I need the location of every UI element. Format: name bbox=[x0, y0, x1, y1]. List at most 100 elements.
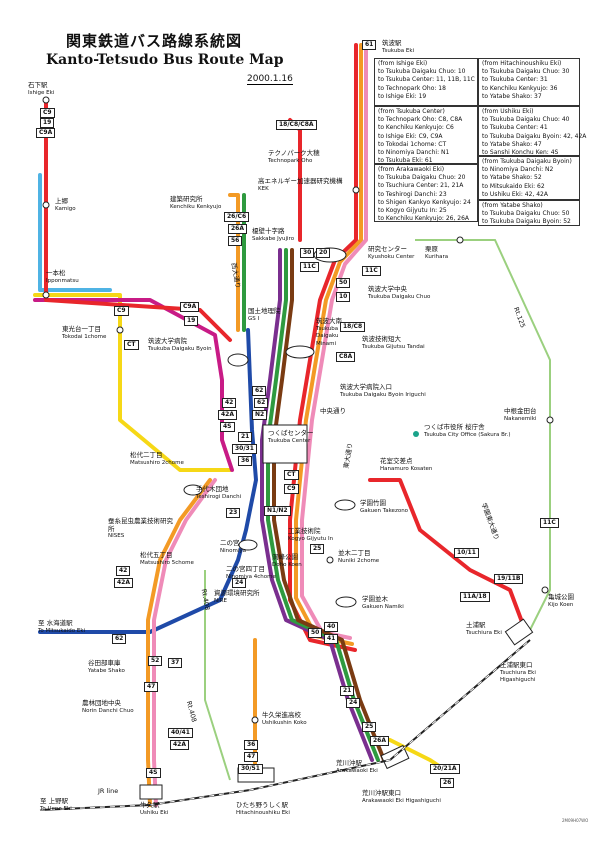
route-line-ishige-red bbox=[44, 98, 232, 342]
route-tag-4s: 4S bbox=[220, 422, 235, 432]
route-bundle bbox=[33, 43, 527, 807]
route-tag-26a: 26A bbox=[228, 224, 247, 234]
route-tag-20: 20 bbox=[316, 248, 331, 258]
route-tag-18-c8-c8a: 18/C8/C8A bbox=[276, 120, 317, 130]
route-tag-25-b: 25 bbox=[362, 722, 377, 732]
stop-markers bbox=[42, 96, 554, 724]
stop-kamigo bbox=[42, 201, 50, 209]
map-title-ja: 関東鉄道バス路線系統図 bbox=[66, 32, 243, 50]
route-tag-62: 62 bbox=[254, 398, 269, 408]
infobox-yatabe: (from Yatabe Shako)to Tsukuba Daigaku Ch… bbox=[478, 200, 580, 226]
road-rt125 bbox=[415, 239, 551, 631]
infobox-tsukuba-center: (from Tsukuba Center)to Technopark Oho: … bbox=[374, 106, 478, 164]
footnote-code: 2M09H07WO bbox=[562, 818, 589, 823]
stop-teshirogi bbox=[183, 484, 203, 496]
route-tag-11c-r: 11C bbox=[362, 266, 381, 276]
stop-namiki bbox=[335, 596, 357, 608]
route-tag-42a-c: 42A bbox=[170, 740, 189, 750]
route-tag-4s-b: 4S bbox=[146, 768, 161, 778]
route-line-orange-south bbox=[146, 478, 212, 807]
route-tag-30-51: 30/51 bbox=[238, 764, 263, 774]
route-tag-40-41: 40/41 bbox=[168, 728, 193, 738]
route-tag-10-11: 10/11 bbox=[454, 548, 479, 558]
center-box bbox=[262, 424, 308, 464]
infobox-ishige: (from Ishige Eki)to Tsukuba Daigaku Chuo… bbox=[374, 58, 478, 106]
route-tag-56: 56 bbox=[228, 236, 243, 246]
route-tag-30: 30 bbox=[300, 248, 315, 258]
route-tag-11a-18: 11A/18 bbox=[460, 592, 490, 602]
route-tag-n2: N2 bbox=[252, 410, 268, 420]
route-tag-ct: CT bbox=[284, 470, 299, 480]
route-tag-19-11b: 19/11B bbox=[494, 574, 524, 584]
route-tag-24-b: 24 bbox=[346, 698, 361, 708]
stop-kijo bbox=[541, 586, 549, 594]
route-tag-50-b: 50 bbox=[308, 628, 323, 638]
route-tag-36-b: 36 bbox=[244, 740, 259, 750]
stop-nakanemiki bbox=[546, 416, 554, 424]
route-line-tsuchiura bbox=[368, 478, 527, 632]
route-tag-41: 41 bbox=[324, 634, 339, 644]
route-line-yellow bbox=[33, 293, 232, 472]
route-tag-26a-b: 26A bbox=[370, 736, 389, 746]
route-tag-19-b: 19 bbox=[40, 118, 55, 128]
route-line-pink bbox=[300, 43, 368, 640]
stop-minami bbox=[285, 345, 315, 359]
route-tag-10: 10 bbox=[336, 292, 351, 302]
stop-ipponmatsu bbox=[42, 291, 50, 299]
route-tag-26-c6: 26/C6 bbox=[224, 212, 250, 222]
route-tag-20-21a: 20/21A bbox=[430, 764, 460, 774]
route-tag-37: 37 bbox=[168, 658, 183, 668]
infobox-hitachinoushiku: (from Hitachinoushiku Eki)to Tsukuba Dai… bbox=[478, 58, 580, 106]
stop-nuniki bbox=[326, 556, 334, 564]
route-tag-42: 42 bbox=[222, 398, 237, 408]
route-tag-47: 47 bbox=[144, 682, 159, 692]
stop-byoin bbox=[227, 353, 249, 367]
stop-tokodai bbox=[116, 326, 124, 334]
map-title-en: Kanto-Tetsudo Bus Route Map bbox=[46, 52, 284, 68]
route-line-brown bbox=[272, 248, 386, 762]
route-line-purple bbox=[260, 248, 374, 762]
route-tag-47-b: 47 bbox=[244, 752, 259, 762]
route-line-blue bbox=[38, 328, 258, 634]
route-tag-36: 36 bbox=[238, 456, 253, 466]
route-tag-c9a: C9A bbox=[180, 302, 200, 312]
route-tag-c9-b: C9 bbox=[114, 306, 129, 316]
route-tag-42a-b: 42A bbox=[114, 578, 133, 588]
route-tag-52: 52 bbox=[148, 656, 163, 666]
route-tag-c9: C9 bbox=[284, 484, 299, 494]
route-tag-c9a-b: C9A bbox=[36, 128, 56, 138]
route-line-magenta bbox=[33, 298, 234, 472]
route-tag-c8a: C8A bbox=[336, 352, 356, 362]
route-tag-24: 24 bbox=[232, 578, 247, 588]
route-tag-42a: 42A bbox=[218, 410, 237, 420]
